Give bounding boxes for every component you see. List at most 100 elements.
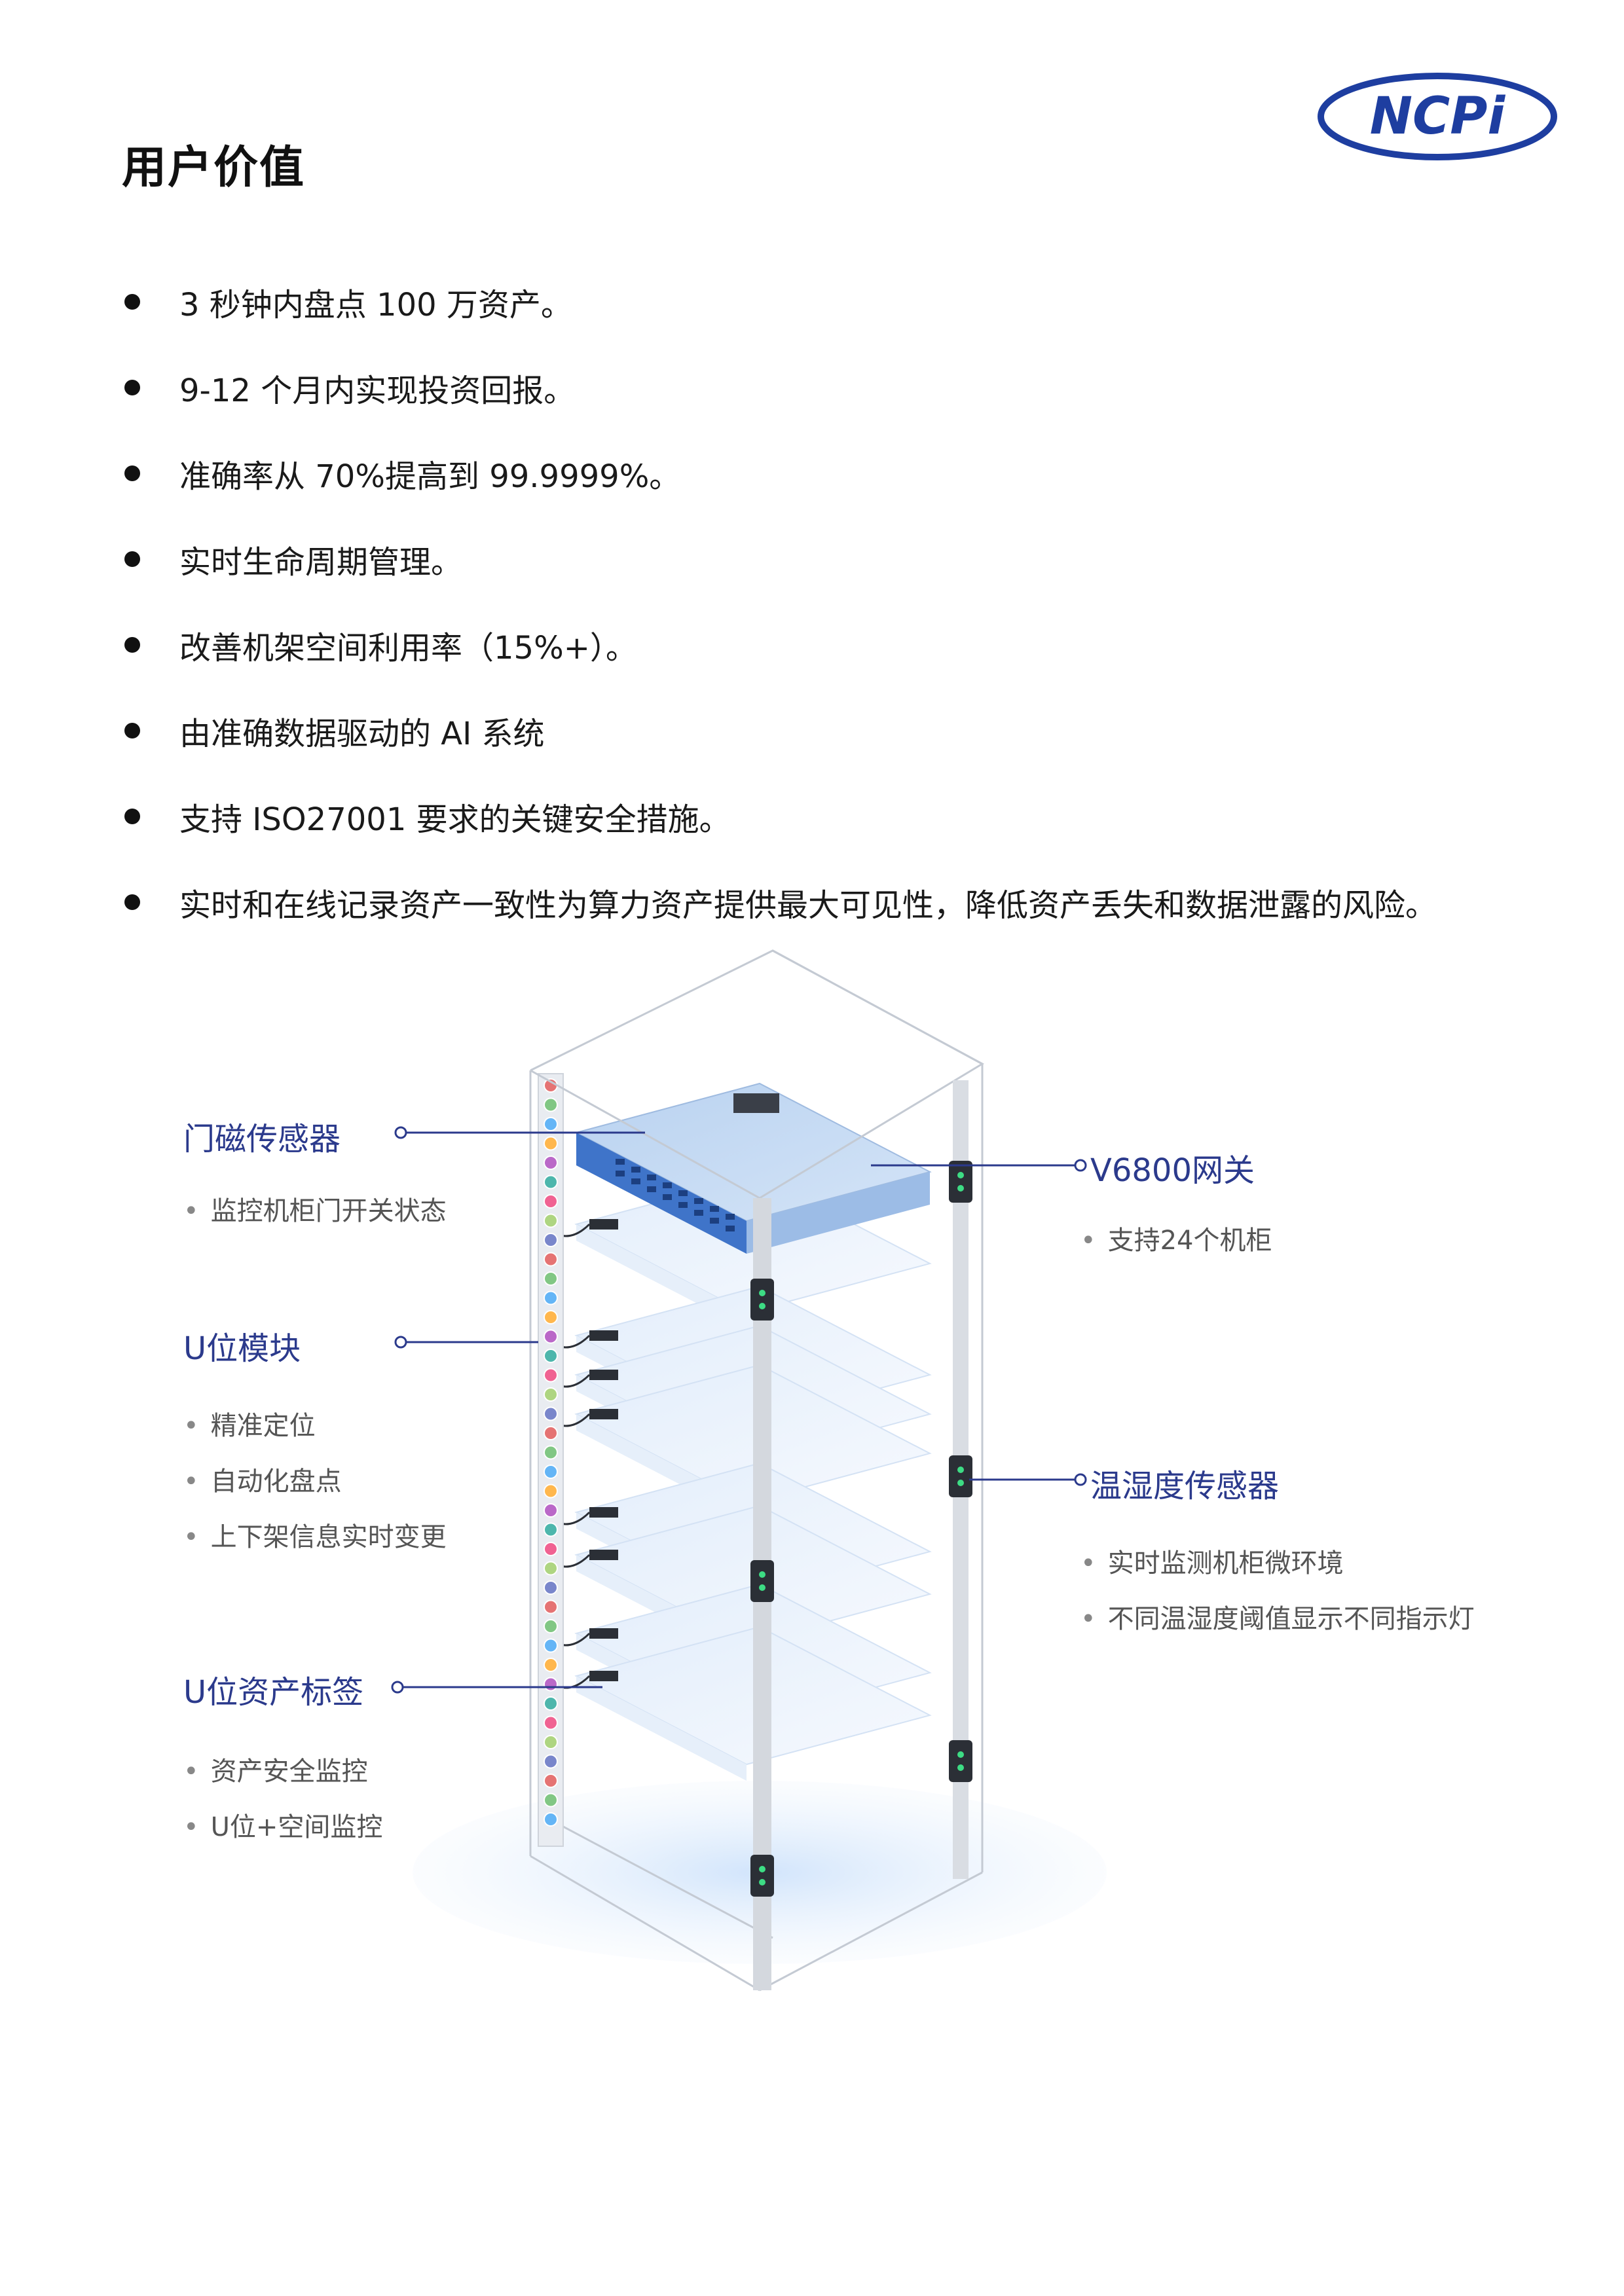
u-position-led <box>544 1812 558 1827</box>
th-sensors <box>750 1161 972 1897</box>
bullet-dot-icon <box>124 465 140 481</box>
u-position-led <box>544 1252 558 1267</box>
logo-text: NCPi <box>1370 87 1506 146</box>
u-position-led <box>544 1638 558 1653</box>
rack-front-frame <box>529 949 985 1992</box>
asset-tag-icon <box>589 1550 618 1560</box>
u-position-led <box>544 1117 558 1131</box>
u-position-led <box>544 1754 558 1769</box>
th-sensor-icon <box>949 1455 972 1497</box>
u-position-led <box>544 1465 558 1479</box>
u-position-led <box>544 1503 558 1518</box>
ncpi-logo: NCPi <box>1316 71 1559 162</box>
asset-tag-icon <box>589 1507 618 1518</box>
th-sensor-icon <box>949 1161 972 1203</box>
u-position-led <box>544 1175 558 1190</box>
gateway-port <box>694 1210 703 1216</box>
u-position-led <box>544 1156 558 1170</box>
gateway-antenna-icon <box>733 1093 779 1113</box>
u-position-led <box>544 1233 558 1247</box>
u-module-title: U位模块 <box>183 1330 301 1367</box>
gateway-port <box>694 1198 703 1204</box>
gateway-port <box>631 1178 640 1184</box>
u-position-led <box>544 1735 558 1749</box>
u-tag-title: U位资产标签 <box>183 1674 364 1711</box>
u-position-led <box>544 1368 558 1383</box>
rack-diagram: 门磁传感器 监控机柜门开关状态 U位模块 精准定位 自动化盘点 上下架信息实时变… <box>0 943 1624 2016</box>
asset-tag-icon <box>589 1370 618 1380</box>
bullet-dot-icon <box>124 293 140 310</box>
u-tag-item: U位+空间监控 <box>183 1806 383 1844</box>
u-position-led <box>544 1715 558 1730</box>
u-position-led <box>544 1774 558 1788</box>
u-position-led <box>544 1426 558 1440</box>
gateway-port <box>663 1182 672 1188</box>
u-position-led <box>544 1097 558 1112</box>
asset-tag-icon <box>589 1330 618 1341</box>
u-position-led <box>544 1580 558 1595</box>
u-tag-item: 资产安全监控 <box>183 1750 368 1788</box>
gateway-port <box>678 1190 688 1196</box>
bullet-dot-icon <box>124 722 140 738</box>
u-position-led <box>544 1329 558 1344</box>
gateway-title: V6800网关 <box>1090 1152 1255 1189</box>
u-module-item: 自动化盘点 <box>183 1460 342 1498</box>
gateway-port <box>710 1218 719 1224</box>
page-title: 用户价值 <box>122 142 306 194</box>
gateway-port <box>678 1202 688 1208</box>
u-position-led <box>544 1310 558 1324</box>
u-position-led <box>544 1271 558 1286</box>
asset-tag-icon <box>589 1219 618 1230</box>
asset-tag-icon <box>589 1628 618 1639</box>
gateway-port <box>663 1194 672 1200</box>
u-position-led <box>544 1677 558 1692</box>
u-module-strip <box>538 1073 564 1847</box>
u-position-led <box>544 1194 558 1209</box>
gateway-port <box>647 1175 656 1180</box>
gateway-item: 支持24个机柜 <box>1080 1219 1272 1257</box>
door-sensor-title: 门磁传感器 <box>183 1121 341 1157</box>
gateway-port <box>726 1214 735 1220</box>
u-position-led <box>544 1522 558 1537</box>
gateway-ports <box>616 1159 735 1231</box>
u-position-led <box>544 1406 558 1421</box>
u-position-led <box>544 1445 558 1460</box>
gateway-port <box>726 1226 735 1231</box>
gateway-port <box>616 1159 625 1165</box>
th-sensor-icon <box>750 1855 774 1897</box>
u-module-leds <box>544 1078 558 1827</box>
u-module-item: 上下架信息实时变更 <box>183 1516 447 1554</box>
bullet-dot-icon <box>124 808 140 824</box>
callout-lines <box>391 1126 1087 1694</box>
u-module-item: 精准定位 <box>183 1404 316 1442</box>
asset-tag-icon <box>589 1409 618 1419</box>
asset-tag-icon <box>589 1671 618 1681</box>
u-position-led <box>544 1387 558 1402</box>
th-sensor-icon <box>750 1279 774 1321</box>
th-sensor-item: 实时监测机柜微环境 <box>1080 1542 1344 1580</box>
u-position-led <box>544 1290 558 1305</box>
v6800-gateway <box>574 1082 932 1254</box>
gateway-port <box>647 1186 656 1192</box>
th-sensor-title: 温湿度传感器 <box>1090 1468 1280 1504</box>
th-sensor-item: 不同温湿度阈值显示不同指示灯 <box>1080 1597 1475 1635</box>
u-position-led <box>544 1696 558 1711</box>
th-sensor-icon <box>750 1560 774 1602</box>
door-sensor-item: 监控机柜门开关状态 <box>183 1190 447 1228</box>
u-position-led <box>544 1484 558 1499</box>
gateway-port <box>616 1171 625 1176</box>
bullet-dot-icon <box>124 551 140 567</box>
bullet-dot-icon <box>124 636 140 653</box>
u-position-led <box>544 1561 558 1576</box>
rack-illustration <box>391 949 1107 1992</box>
gateway-port <box>710 1206 719 1212</box>
server-stack <box>549 1174 932 1781</box>
u-position-led <box>544 1599 558 1614</box>
u-position-led <box>544 1619 558 1633</box>
u-position-led <box>544 1213 558 1228</box>
u-position-led <box>544 1136 558 1151</box>
u-position-led <box>544 1542 558 1556</box>
gateway-port <box>631 1167 640 1173</box>
bullet-dot-icon <box>124 379 140 395</box>
u-position-led <box>544 1658 558 1672</box>
